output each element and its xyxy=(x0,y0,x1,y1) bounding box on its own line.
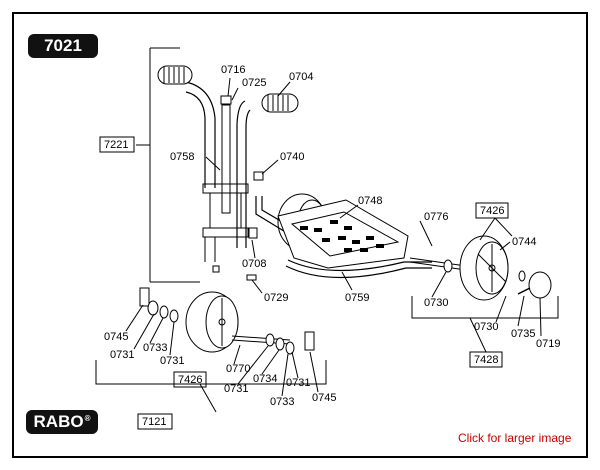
screw-0729 xyxy=(246,274,257,281)
part-label: 0759 xyxy=(345,292,369,304)
part-label: 0716 xyxy=(221,64,245,76)
assembly-label: 7121 xyxy=(142,416,166,428)
assembly-box-7426-left xyxy=(173,371,207,388)
part-label: 0758 xyxy=(170,151,194,163)
rear-wheel-right xyxy=(459,235,509,301)
brand-logo: RABO® xyxy=(26,410,98,434)
part-label: 0733 xyxy=(270,396,294,408)
handlebar-clamp-upper xyxy=(202,183,249,194)
registered-mark: ® xyxy=(84,413,91,423)
handlebar-clamp-lower xyxy=(202,227,249,238)
bracket-7121 xyxy=(95,360,327,413)
part-label: 0729 xyxy=(264,292,288,304)
part-label: 0733 xyxy=(143,342,167,354)
part-label: 0776 xyxy=(424,211,448,223)
enlarge-image-link[interactable]: Click for larger image xyxy=(458,431,572,445)
assembly-box-7221 xyxy=(99,136,135,153)
part-label: 0731 xyxy=(286,377,310,389)
part-label: 0745 xyxy=(312,392,336,404)
part-label: 0719 xyxy=(536,338,560,350)
part-label: 0708 xyxy=(242,258,266,270)
part-label: 0704 xyxy=(289,71,313,83)
assembly-box-7428 xyxy=(469,351,503,368)
part-label: 0731 xyxy=(160,355,184,367)
part-label: 0734 xyxy=(253,373,277,385)
part-label: 0740 xyxy=(280,151,304,163)
steering-post xyxy=(221,104,231,214)
assembly-box-7121 xyxy=(137,413,173,430)
part-label: 0735 xyxy=(511,328,535,340)
bracket-7221 xyxy=(149,47,200,283)
part-label: 0730 xyxy=(474,321,498,333)
bolt-0740 xyxy=(253,171,264,181)
part-label: 0748 xyxy=(358,195,382,207)
part-label: 0730 xyxy=(424,297,448,309)
part-label: 0731 xyxy=(110,349,134,361)
hub-cap xyxy=(528,271,552,299)
rear-wheel-left xyxy=(185,291,239,353)
part-label: 0725 xyxy=(242,77,266,89)
part-label: 0744 xyxy=(512,236,536,248)
assembly-box-7426-rear xyxy=(475,202,509,219)
bracket-7428 xyxy=(411,296,559,353)
assembly-label: 7428 xyxy=(474,354,498,366)
model-number-badge: 7021 xyxy=(28,34,98,58)
part-label: 0770 xyxy=(226,363,250,375)
assembly-label: 7426 xyxy=(178,374,202,386)
brand-name: RABO xyxy=(33,412,84,431)
grip-right xyxy=(261,93,299,113)
part-label: 0731 xyxy=(224,383,248,395)
grip-left xyxy=(157,65,193,85)
part-label: 0745 xyxy=(104,331,128,343)
assembly-label: 7221 xyxy=(104,139,128,151)
part-labels: 0716 0725 0704 0758 0740 0748 0776 0744 … xyxy=(104,64,560,428)
rear-axle xyxy=(409,257,467,267)
assembly-label: 7426 xyxy=(480,205,504,217)
